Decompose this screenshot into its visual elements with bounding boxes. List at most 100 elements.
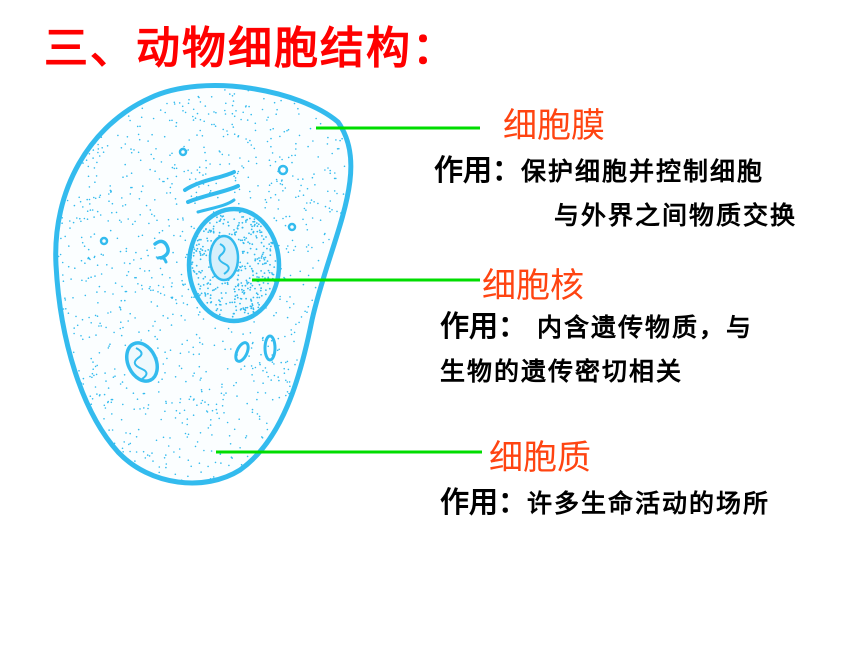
cytoplasm-dot <box>221 405 224 407</box>
nucleoplasm-dot <box>219 211 222 214</box>
cytoplasm-dot <box>192 108 195 111</box>
cytoplasm-dot <box>153 157 155 160</box>
cytoplasm-dot <box>96 210 99 213</box>
cytoplasm-dot <box>293 331 296 334</box>
cytoplasm-dot <box>268 190 270 193</box>
cytoplasm-dot <box>85 159 88 161</box>
cytoplasm-dot <box>298 113 300 115</box>
cytoplasm-dot <box>64 299 67 301</box>
cytoplasm-dot <box>255 162 258 165</box>
cytoplasm-dot <box>169 192 172 194</box>
cytoplasm-dot <box>289 385 291 388</box>
nucleoplasm-dot <box>233 312 236 315</box>
cytoplasm-dot <box>253 321 255 323</box>
cytoplasm-dot <box>329 210 331 213</box>
cytoplasm-dot <box>267 375 270 378</box>
nucleoplasm-dot <box>196 239 199 242</box>
cytoplasm-dot <box>163 457 166 459</box>
cytoplasm-dot <box>72 221 75 224</box>
cytoplasm-dot <box>104 372 106 374</box>
cytoplasm-dot <box>257 185 259 187</box>
cytoplasm-dot <box>260 353 262 356</box>
cytoplasm-dot <box>311 176 314 179</box>
cytoplasm-dot <box>276 108 278 111</box>
golgi-membrane-3 <box>196 198 236 214</box>
cytoplasm-dot <box>154 170 156 172</box>
cytoplasm-dot <box>199 341 201 344</box>
slide-title: 三、动物细胞结构： <box>44 23 458 74</box>
nucleoplasm-dot <box>268 243 271 246</box>
nucleoplasm-dot <box>205 254 208 257</box>
cytoplasm-dot <box>334 172 336 174</box>
nucleoplasm-dot <box>244 267 247 270</box>
cytoplasm-dot <box>311 217 314 219</box>
nucleoplasm-dot <box>260 255 263 258</box>
nucleoplasm-dot <box>260 287 262 290</box>
cytoplasm-dot <box>277 337 280 340</box>
cytoplasm-dot <box>190 465 192 468</box>
nucleoplasm-dot <box>218 299 220 302</box>
cytoplasm-dot <box>122 326 124 329</box>
cytoplasm-dot <box>178 102 181 104</box>
cytoplasm-dot <box>104 290 106 293</box>
vesicle-3 <box>178 147 188 157</box>
cytoplasm-dot <box>135 451 138 453</box>
cytoplasm-dot <box>264 198 267 201</box>
cytoplasm-dot <box>126 274 128 277</box>
cytoplasm-dot <box>187 433 190 436</box>
cell-membrane-function: 作用：保护细胞并控制细胞 与外界之间物质交换 <box>434 148 797 238</box>
cytoplasm-dot <box>78 370 80 372</box>
nucleoplasm-dot <box>209 297 212 299</box>
cytoplasm-dot <box>89 203 91 205</box>
nucleoplasm-dot <box>227 221 229 224</box>
cytoplasm-dot <box>181 230 184 233</box>
nucleoplasm-dot <box>238 288 240 291</box>
cytoplasm-dot <box>238 202 240 205</box>
cytoplasm-dot <box>88 186 91 188</box>
cytoplasm-dot <box>158 391 160 393</box>
cytoplasm-dot <box>230 348 232 350</box>
nucleoplasm-dot <box>220 309 222 311</box>
cytoplasm-dot <box>275 312 278 314</box>
nucleoplasm-dot <box>252 308 255 311</box>
nucleoplasm-dot <box>269 249 272 252</box>
nucleoplasm-dot <box>196 247 199 250</box>
nucleoplasm-dot <box>234 285 237 288</box>
cytoplasm-dot <box>74 267 76 270</box>
cytoplasm-dot <box>203 146 205 149</box>
nucleoplasm-dot <box>250 233 252 236</box>
cytoplasm-dot <box>62 280 65 283</box>
cytoplasm-dot <box>164 410 166 413</box>
cytoplasm-dot <box>300 316 303 318</box>
cytoplasm-dot <box>100 253 103 256</box>
nucleoplasm-dot <box>221 282 224 285</box>
cytoplasm-dot <box>76 217 78 219</box>
cytoplasm-dot <box>195 191 198 194</box>
cytoplasm-dot <box>294 363 296 366</box>
nucleoplasm-dot <box>204 276 207 278</box>
cytoplasm-dot <box>200 402 202 405</box>
nucleoplasm-dot <box>260 270 262 272</box>
cytoplasm-dot <box>167 218 170 221</box>
nucleoplasm-dot <box>239 302 241 305</box>
cytoplasm-dot <box>234 177 237 179</box>
nucleoplasm-dot <box>214 288 217 290</box>
nucleolus <box>208 234 240 282</box>
cytoplasm-dot <box>200 389 203 391</box>
cytoplasm-dot <box>152 117 155 120</box>
cytoplasm-dot <box>196 169 199 171</box>
cytoplasm-dot <box>175 121 178 124</box>
cytoplasm-dot <box>124 163 126 166</box>
cytoplasm-dot <box>72 297 74 299</box>
small-organelle-1 <box>153 239 170 260</box>
cytoplasm-dot <box>99 394 101 396</box>
nucleoplasm-dot <box>258 296 261 299</box>
cytoplasm-dot <box>313 173 315 175</box>
nucleoplasm-dot <box>218 231 221 234</box>
cytoplasm-dot <box>226 368 229 370</box>
cytoplasm-dot <box>253 380 255 382</box>
cytoplasm-dot <box>172 313 174 316</box>
cytoplasm-dot <box>196 112 199 115</box>
cytoplasm-dot <box>83 245 86 247</box>
nucleoplasm-dot <box>209 294 212 297</box>
